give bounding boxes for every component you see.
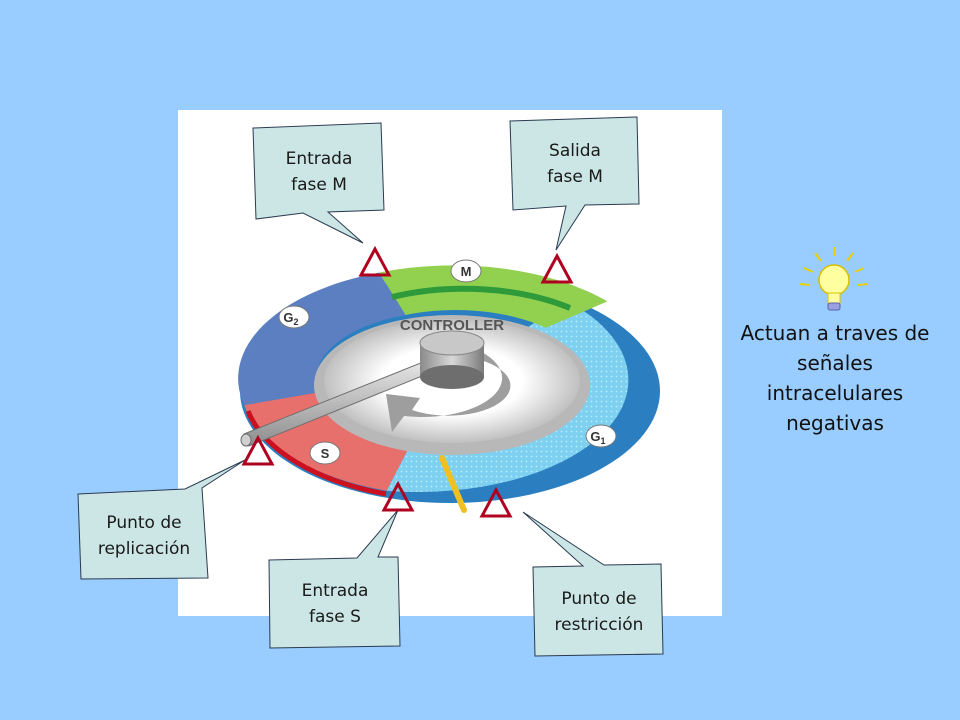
callout-bubbles	[77, 116, 664, 657]
phase-label-g1-badge	[585, 424, 617, 448]
callout-entrada-s: Entrada fase S	[272, 565, 398, 643]
restriction-point-bar	[439, 455, 467, 513]
negative-signals-note: Actuan a traves de señales intracelulare…	[740, 321, 930, 435]
phase-s-edge-band	[245, 410, 387, 497]
phase-label-g2-badge	[278, 305, 310, 329]
phase-label-s-badge	[309, 441, 341, 465]
phase-label-s: S	[321, 446, 330, 461]
checkpoint-marker-entrada-m	[358, 245, 392, 277]
lightbulb-icon	[799, 247, 869, 311]
phase-m-inner-band	[391, 285, 572, 311]
checkpoint-markers	[241, 245, 574, 518]
controller-hand	[240, 330, 485, 447]
checkpoint-marker-salida-m	[540, 252, 574, 284]
callout-punto-replicacion-text: Punto de replicación	[97, 513, 191, 559]
callout-entrada-m-text: Entrada fase M	[285, 149, 353, 195]
checkpoint-marker-replicacion	[241, 434, 275, 466]
phase-label-g2: G2	[283, 310, 298, 327]
callout-punto-replicacion: Punto de replicación	[82, 497, 206, 575]
callout-salida-m-text: Salida fase M	[547, 141, 603, 187]
phase-segment-g2	[238, 272, 406, 406]
callout-entrada-s-text: Entrada fase S	[301, 581, 369, 627]
checkpoint-marker-entrada-s	[381, 480, 415, 512]
phase-label-m-badge	[450, 259, 482, 283]
callout-entrada-m: Entrada fase M	[258, 135, 380, 209]
phase-labels: M G2 S G1	[278, 259, 617, 465]
controller-label: CONTROLLER	[400, 317, 504, 334]
checkpoint-marker-restriccion	[479, 486, 513, 518]
callout-punto-restriccion: Punto de restricción	[537, 572, 661, 652]
callout-punto-restriccion-text: Punto de restricción	[554, 589, 644, 635]
phase-label-m: M	[461, 264, 472, 279]
callout-bubble-entrada-m	[252, 122, 385, 244]
callout-bubble-punto-restriccion	[522, 511, 664, 657]
callout-bubble-punto-replicacion	[77, 459, 246, 580]
phase-label-g1: G1	[590, 429, 605, 446]
dial-rotation-arrow	[386, 340, 511, 432]
callout-bubble-entrada-s	[268, 509, 401, 649]
callout-salida-m: Salida fase M	[514, 127, 636, 201]
callout-bubble-salida-m	[509, 116, 640, 251]
